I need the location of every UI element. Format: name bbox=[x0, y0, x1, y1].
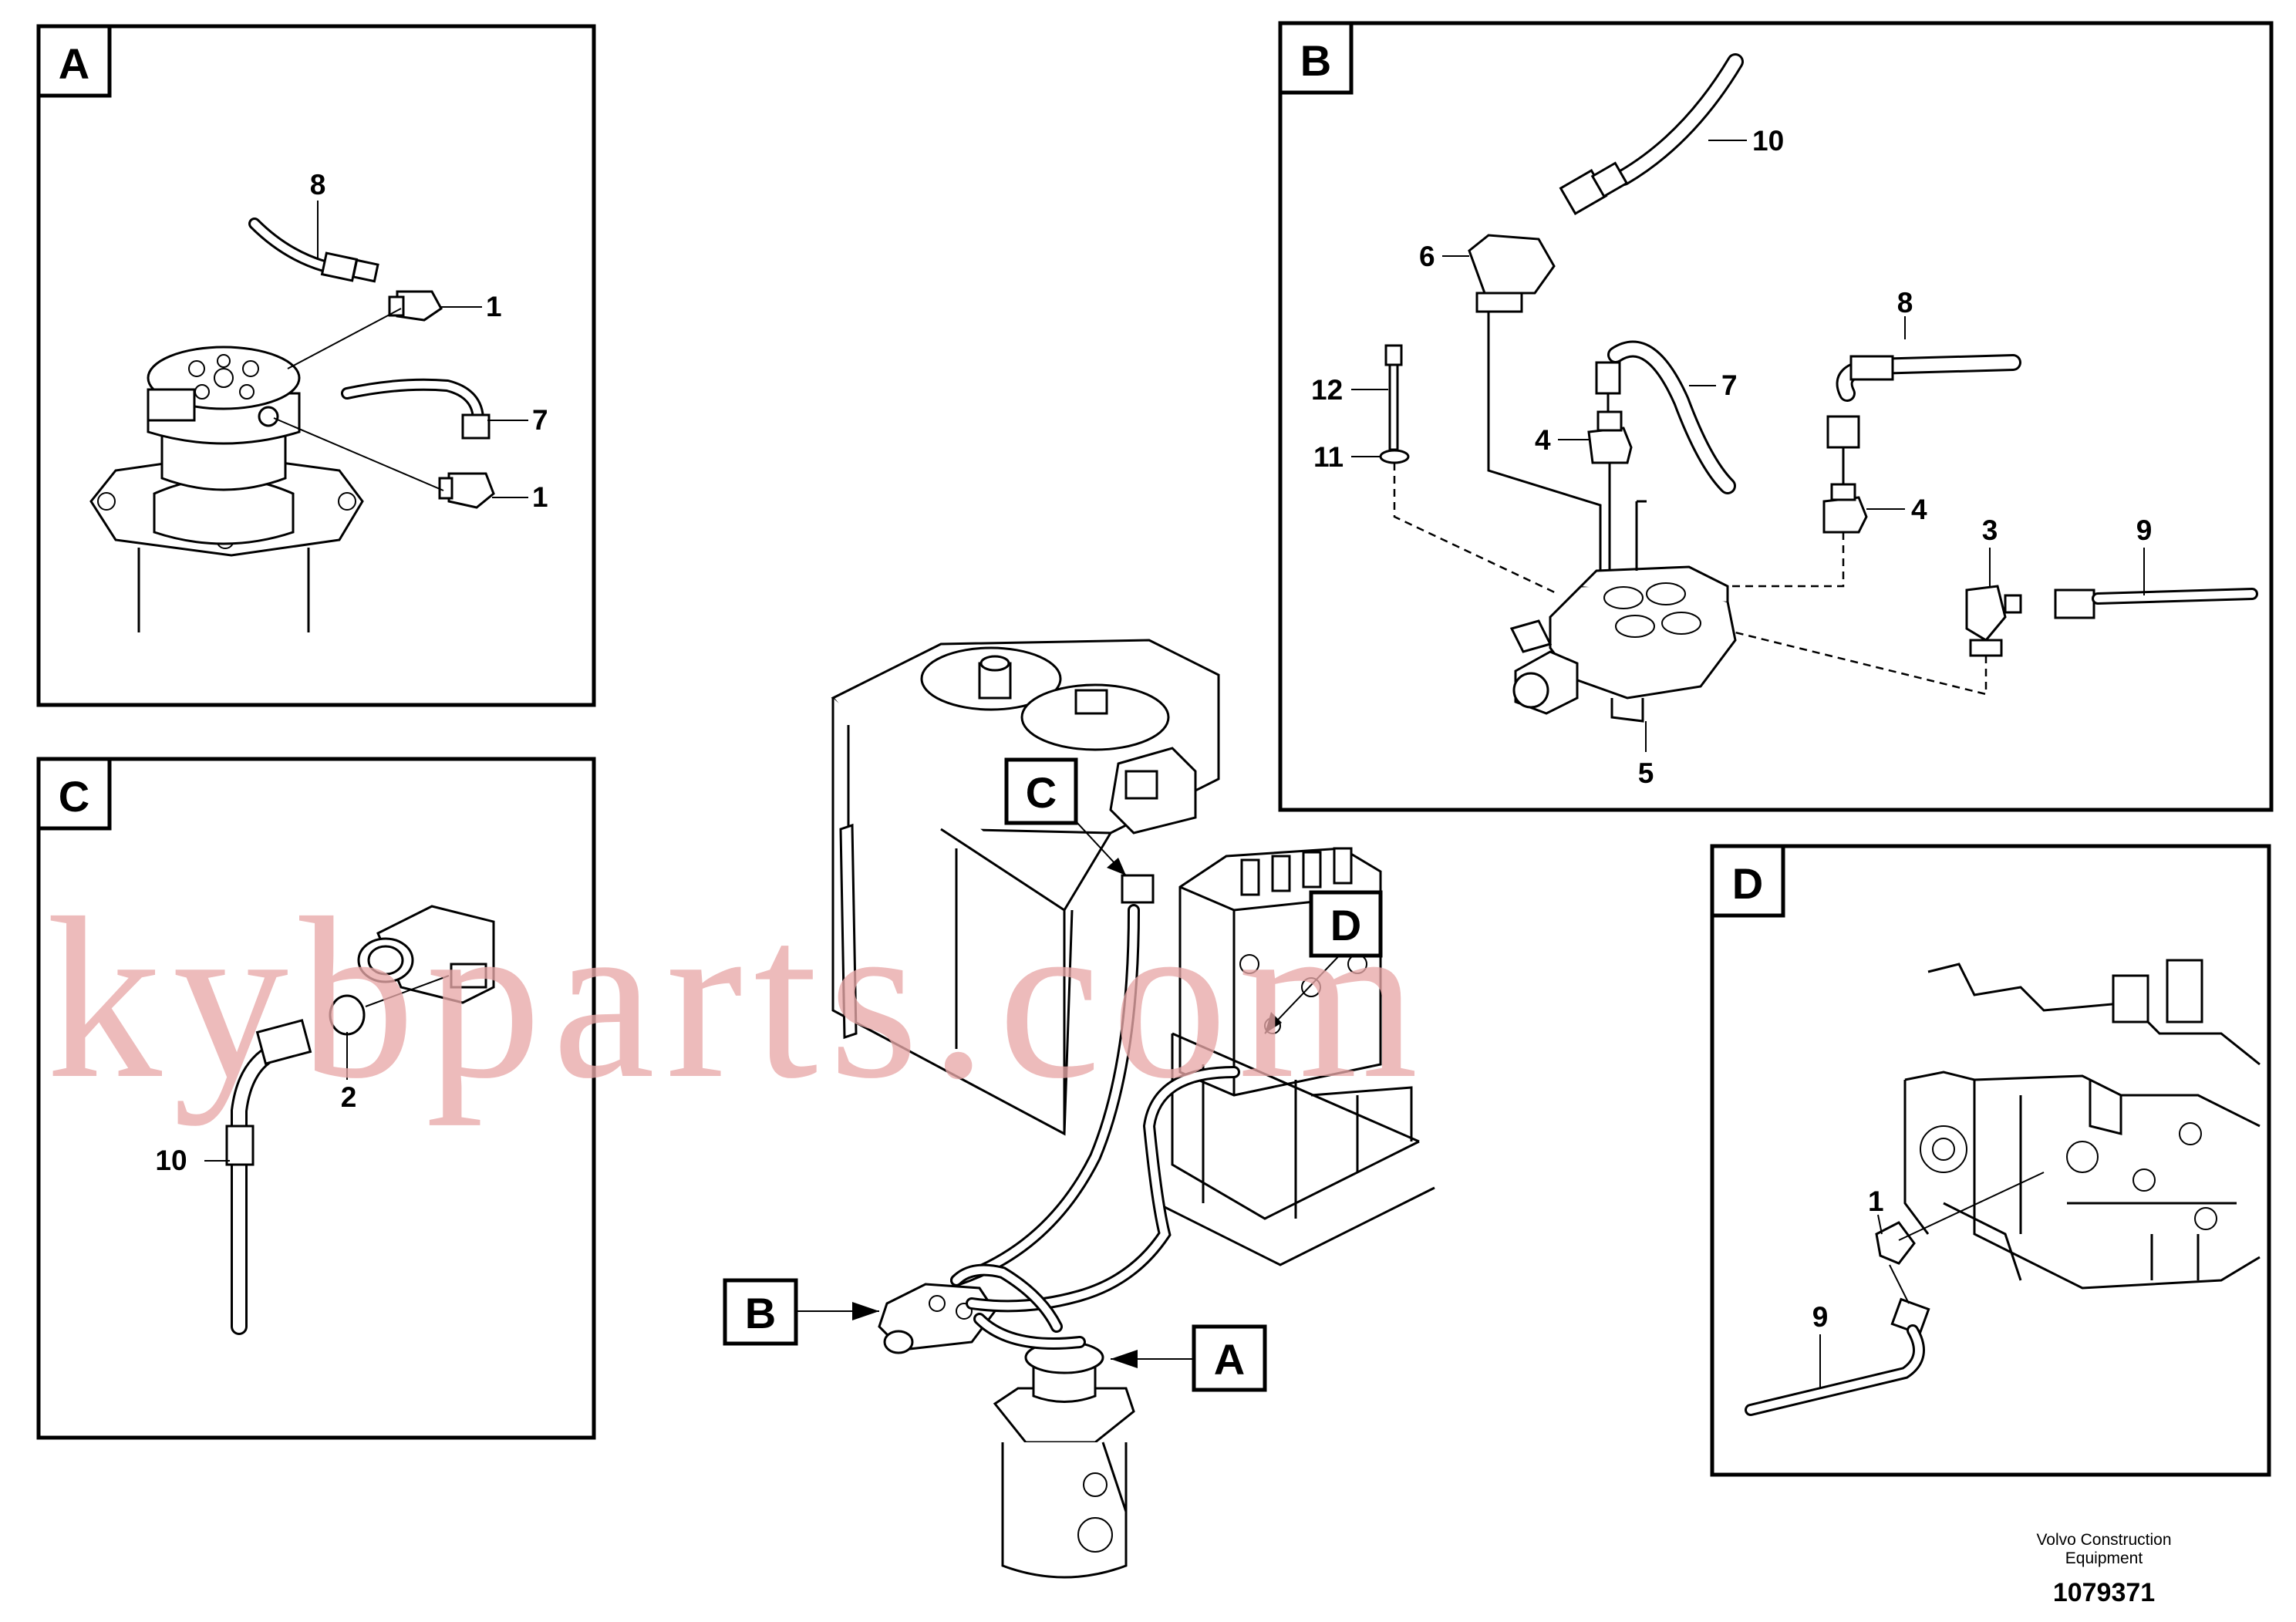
callout-b-4-right: 4 bbox=[1911, 494, 1927, 525]
watermark: kybparts.com bbox=[46, 870, 1429, 1127]
detail-view-b-letter-box bbox=[1278, 21, 1354, 95]
callout-b-10: 10 bbox=[1752, 125, 1784, 157]
detail-view-d-letter-box bbox=[1710, 844, 1785, 918]
main-assembly-view: C D B A bbox=[723, 639, 1435, 1579]
callout-b-4-left: 4 bbox=[1535, 424, 1551, 456]
detail-view-a: A bbox=[36, 24, 596, 707]
document-number: 1079371 bbox=[2053, 1578, 2155, 1607]
hose-10-b bbox=[1559, 53, 1744, 216]
detail-view-b-letter: B bbox=[1300, 36, 1331, 85]
detail-view-a-frame bbox=[36, 24, 596, 707]
callout-b-8: 8 bbox=[1897, 287, 1913, 319]
pressure-switch-drawing bbox=[357, 905, 495, 1004]
control-valve-5 bbox=[1509, 565, 1737, 723]
detail-view-b-frame bbox=[1278, 21, 2274, 812]
detail-view-d: D 1 9 bbox=[1710, 844, 2271, 1477]
callout-d-1: 1 bbox=[1868, 1185, 1884, 1217]
main-label-a-box bbox=[1192, 1324, 1267, 1392]
swivel-joint-drawing bbox=[89, 346, 364, 632]
bolt-12 bbox=[1384, 344, 1403, 451]
detail-view-c-frame bbox=[36, 757, 596, 1440]
manufacturer-line-2: Equipment bbox=[2065, 1549, 2143, 1567]
callout-c-10: 10 bbox=[155, 1145, 187, 1176]
hose-9-d bbox=[1745, 1172, 2045, 1416]
washer-11 bbox=[1379, 449, 1410, 464]
detail-view-d-letter: D bbox=[1732, 859, 1763, 908]
manufacturer-line-1: Volvo Construction bbox=[2036, 1531, 2171, 1549]
hose-7-a bbox=[341, 378, 495, 509]
callout-c-2: 2 bbox=[341, 1081, 357, 1113]
hose-9-b bbox=[1735, 585, 2258, 696]
callout-a-1-upper: 1 bbox=[486, 291, 502, 322]
hydraulic-tank bbox=[831, 639, 1220, 1136]
hoses-main bbox=[950, 874, 1240, 1350]
callout-b-3: 3 bbox=[1982, 514, 1998, 546]
callout-b-5: 5 bbox=[1638, 757, 1654, 789]
detail-view-b: B bbox=[1278, 21, 2274, 812]
hose-8-b bbox=[1728, 354, 2021, 588]
main-label-c-box bbox=[1004, 757, 1078, 825]
swivel-joint-main bbox=[993, 1340, 1135, 1579]
callout-b-11: 11 bbox=[1313, 441, 1344, 473]
adapter-4-left bbox=[1587, 393, 1647, 571]
callout-b-9: 9 bbox=[2136, 514, 2153, 546]
callout-a-1-lower: 1 bbox=[532, 481, 548, 513]
main-label-d: D bbox=[1330, 901, 1361, 949]
detail-view-a-letter-box bbox=[36, 24, 112, 98]
detail-view-c-letter: C bbox=[59, 772, 89, 821]
main-label-b: B bbox=[745, 1289, 776, 1337]
detail-view-a-letter: A bbox=[59, 39, 89, 88]
elbow-fitting-6 bbox=[1468, 234, 1602, 571]
detail-view-d-frame bbox=[1710, 844, 2271, 1477]
hose-7-b bbox=[1595, 340, 1736, 494]
callout-b-6: 6 bbox=[1419, 241, 1435, 272]
callout-b-12: 12 bbox=[1311, 374, 1343, 406]
main-label-b-box bbox=[723, 1278, 798, 1346]
callout-a-7: 7 bbox=[532, 404, 548, 436]
hose-8-a bbox=[248, 218, 443, 322]
callout-b-7: 7 bbox=[1721, 369, 1738, 401]
detail-view-c: C 2 10 bbox=[36, 757, 596, 1440]
main-label-a: A bbox=[1214, 1335, 1245, 1384]
hose-10-c bbox=[225, 1019, 312, 1335]
callout-a-8: 8 bbox=[310, 169, 326, 201]
main-label-d-box bbox=[1309, 890, 1383, 958]
main-label-c: C bbox=[1026, 768, 1057, 817]
callout-d-9: 9 bbox=[1812, 1301, 1829, 1333]
main-control-valve-d bbox=[1903, 959, 2261, 1290]
detail-view-c-letter-box bbox=[36, 757, 112, 831]
